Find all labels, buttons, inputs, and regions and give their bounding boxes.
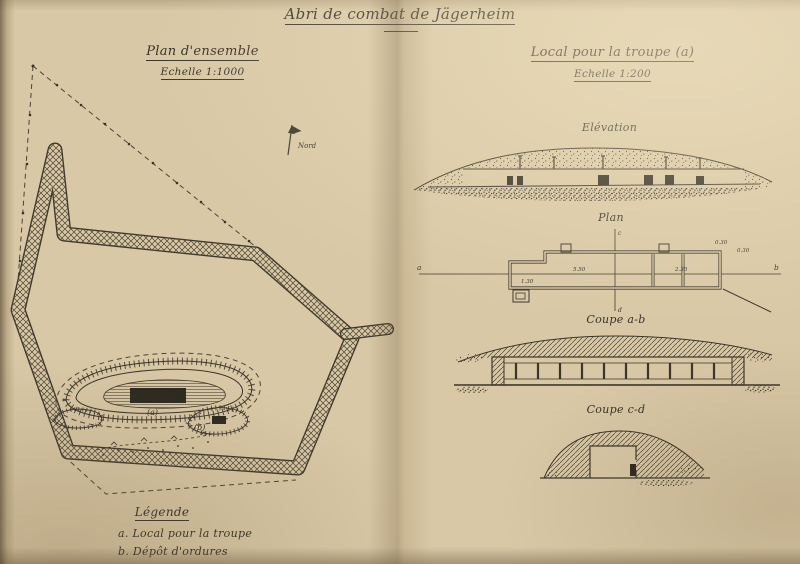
- interior-posts: [514, 363, 716, 379]
- shelter-section: [491, 356, 745, 386]
- plan-ensemble-drawing: (a) (b) Nord: [10, 64, 394, 495]
- facade-wall: [427, 155, 761, 188]
- door-openings: [507, 175, 704, 185]
- dimension-texts: 0.30 0.30 5.50 1.30 2.30: [521, 240, 750, 285]
- walls: [508, 243, 772, 313]
- elevation-drawing: [413, 147, 773, 201]
- legend-item-b: b. Dépôt d'ordures: [118, 545, 228, 558]
- mark-d: d: [618, 307, 622, 314]
- legend-item-a: a. Local pour la troupe: [118, 527, 253, 540]
- room-section: [589, 445, 637, 478]
- coupe-cd-label: Coupe c-d: [586, 403, 646, 416]
- north-label: Nord: [297, 142, 317, 150]
- shelter-a-block: [130, 388, 186, 403]
- marker-a: (a): [147, 408, 158, 417]
- legend-title: Légende: [134, 505, 190, 521]
- earth-cover: [458, 336, 772, 362]
- page-title: Abri de combat de Jägerheim: [284, 5, 516, 25]
- svg-text:2.30: 2.30: [674, 267, 688, 273]
- scatter-marks: [95, 431, 214, 456]
- annex-room: [512, 289, 530, 303]
- north-arrow-icon: Nord: [287, 124, 317, 156]
- left-section-title: Plan d'ensemble: [146, 44, 259, 61]
- plan-drawing: c d a b 0.30 0.30 5.50 1.30 2.30: [417, 229, 781, 314]
- svg-text:1.30: 1.30: [521, 279, 534, 285]
- plan-label: Plan: [598, 211, 624, 224]
- elevation-label: Elévation: [581, 121, 638, 134]
- chimney-pipes: [518, 155, 702, 169]
- coupe-cd-drawing: [540, 430, 710, 487]
- right-section-title: Local pour la troupe (a): [530, 45, 695, 62]
- earth-mound: [414, 148, 772, 201]
- marker-b: (b): [194, 423, 205, 432]
- left-section-scale: Echelle 1:1000: [160, 66, 245, 80]
- mark-a: a: [417, 263, 421, 272]
- mark-b: b: [774, 263, 779, 272]
- svg-text:5.50: 5.50: [573, 267, 586, 273]
- depot-b-outline: (b): [185, 405, 250, 437]
- coupe-ab-label: Coupe a-b: [586, 313, 646, 326]
- title-flourish: [384, 31, 418, 32]
- svg-text:0.30: 0.30: [715, 240, 728, 246]
- fort-left-arm: [51, 407, 104, 430]
- svg-text:0.30: 0.30: [737, 248, 750, 254]
- fort-outline: (a): [55, 352, 261, 429]
- door-leaf: [630, 464, 636, 476]
- mark-c: c: [618, 230, 622, 237]
- right-section-scale: Echelle 1:200: [574, 68, 651, 82]
- coupe-ab-drawing: [454, 335, 780, 394]
- rampart-ring: [10, 142, 394, 476]
